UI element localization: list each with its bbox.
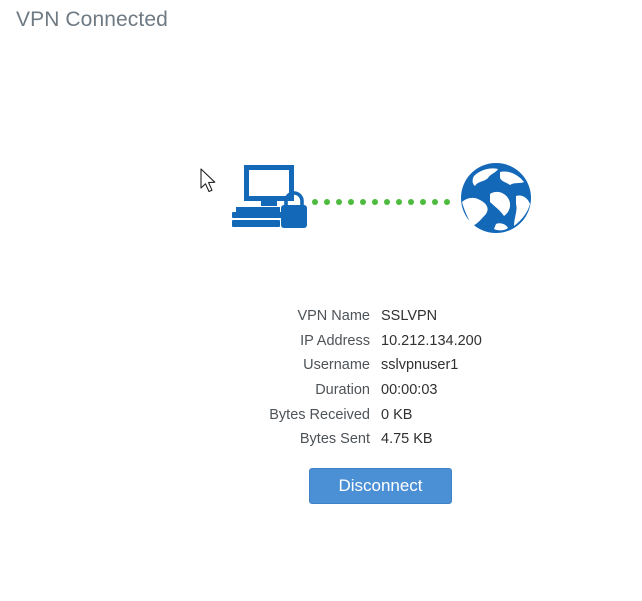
detail-row-bytes-sent: Bytes Sent 4.75 KB [200,427,560,452]
disconnect-button[interactable]: Disconnect [309,468,452,504]
detail-value: SSLVPN [381,308,438,325]
globe-icon [461,163,531,233]
page-title: VPN Connected [16,8,168,31]
detail-label: Duration [315,382,370,399]
detail-value: sslvpnuser1 [381,357,459,374]
detail-row-username: Username sslvpnuser1 [200,353,560,378]
detail-value: 4.75 KB [381,431,433,448]
detail-row-ip-address: IP Address 10.212.134.200 [200,329,560,354]
detail-value: 0 KB [381,406,413,423]
detail-label: Bytes Received [269,406,370,423]
detail-label: Username [303,357,370,374]
detail-row-bytes-received: Bytes Received 0 KB [200,402,560,427]
lock-icon [281,191,307,228]
connection-details-table: VPN Name SSLVPN IP Address 10.212.134.20… [200,304,560,452]
detail-label: IP Address [300,332,370,349]
detail-label: Bytes Sent [299,431,370,448]
vpn-connection-diagram [232,163,531,233]
detail-row-vpn-name: VPN Name SSLVPN [200,304,560,329]
detail-label: VPN Name [297,308,370,325]
connection-dots [312,199,450,205]
computer-icon [232,165,294,227]
detail-value: 00:00:03 [381,382,438,399]
detail-value: 10.212.134.200 [381,332,482,349]
detail-row-duration: Duration 00:00:03 [200,378,560,403]
mouse-cursor-icon [200,168,216,193]
